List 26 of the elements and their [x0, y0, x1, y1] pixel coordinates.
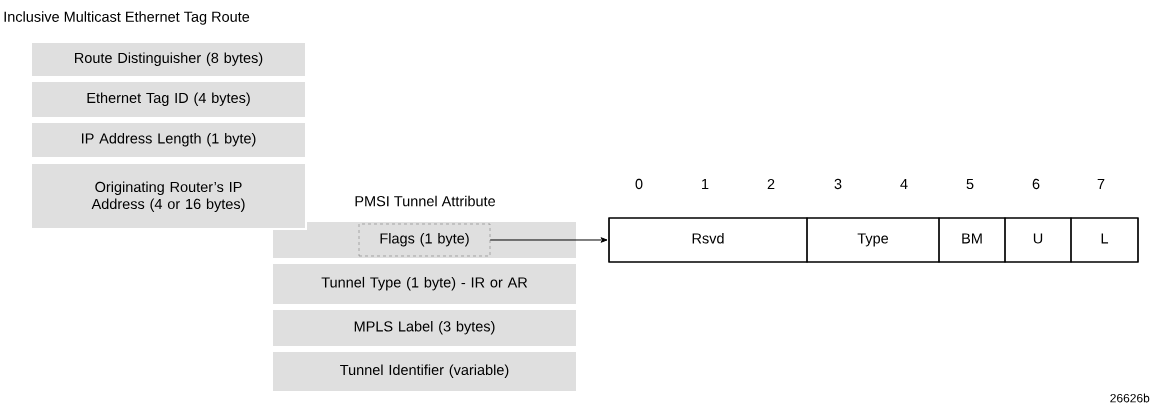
field-box: Ethernet Tag ID (4 bytes) [30, 80, 307, 119]
heading: PMSI Tunnel Attribute [355, 195, 495, 207]
bit-field-cell: Rsvd [608, 217, 808, 263]
figure-number: 26626b [1110, 393, 1150, 403]
field-box: Route Distinguisher (8 bytes) [30, 41, 307, 78]
field-box: Tunnel Identifier (variable) [271, 350, 578, 393]
bit-field-cell: Type [806, 217, 940, 263]
bit-number: 1 [702, 179, 709, 189]
field-box [271, 220, 578, 260]
heading: Inclusive Multicast Ethernet Tag Route [4, 11, 250, 25]
bit-number: 0 [635, 178, 643, 190]
bit-number: 4 [900, 179, 908, 189]
flags-box: Flags (1 byte) [358, 223, 491, 257]
bit-field-cell: L [1070, 217, 1139, 263]
bit-number: 3 [834, 178, 842, 190]
field-box: Tunnel Type (1 byte) - IR or AR [271, 262, 578, 306]
bit-field-cell: U [1004, 217, 1072, 263]
field-box: IP Address Length (1 byte) [30, 121, 307, 159]
bit-number: 6 [1032, 178, 1040, 190]
bit-field-cell: BM [938, 217, 1006, 263]
field-box: MPLS Label (3 bytes) [271, 308, 578, 348]
bit-number: 2 [767, 178, 775, 190]
arrow [489, 237, 608, 243]
bit-number: 5 [966, 178, 974, 190]
bit-number: 7 [1097, 179, 1105, 189]
field-box: Originating Router’s IP Address (4 or 16 bytes) [30, 162, 307, 230]
